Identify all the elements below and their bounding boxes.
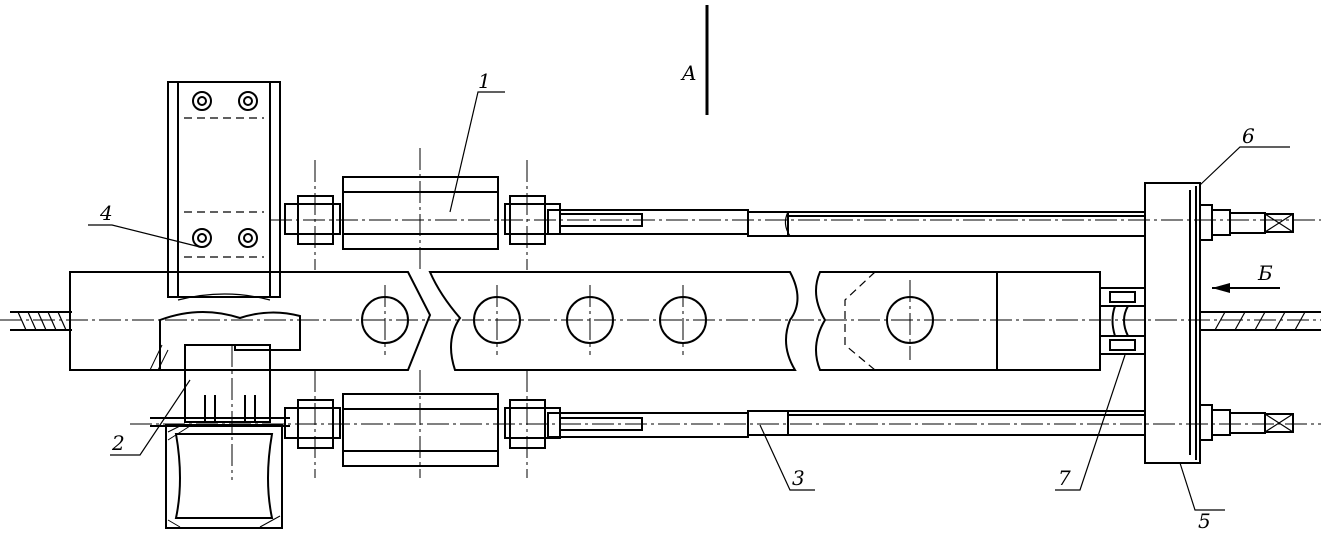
direction-arrow: Б <box>1212 261 1280 293</box>
upper-rod-assembly <box>270 148 1321 270</box>
callout-5: 5 <box>1198 509 1211 533</box>
end-plate <box>1144 182 1294 464</box>
upper-channel <box>167 81 281 301</box>
direction-label: Б <box>1257 261 1273 285</box>
section-marker-a: A <box>680 5 709 115</box>
leader-lines <box>88 91 1290 511</box>
callout-1: 1 <box>478 69 491 93</box>
lower-rod-assembly <box>130 370 1321 478</box>
callout-6: 6 <box>1242 124 1255 148</box>
callout-4: 4 <box>99 201 113 225</box>
clamp-assembly <box>1099 287 1146 355</box>
beam-holes <box>361 280 934 360</box>
lower-bracket <box>149 311 301 529</box>
left-rope <box>10 311 72 331</box>
right-rope <box>1200 311 1321 331</box>
callout-7: 7 <box>1058 466 1071 490</box>
callout-2: 2 <box>111 431 125 455</box>
callout-3: 3 <box>792 466 805 490</box>
section-label: A <box>680 61 696 85</box>
